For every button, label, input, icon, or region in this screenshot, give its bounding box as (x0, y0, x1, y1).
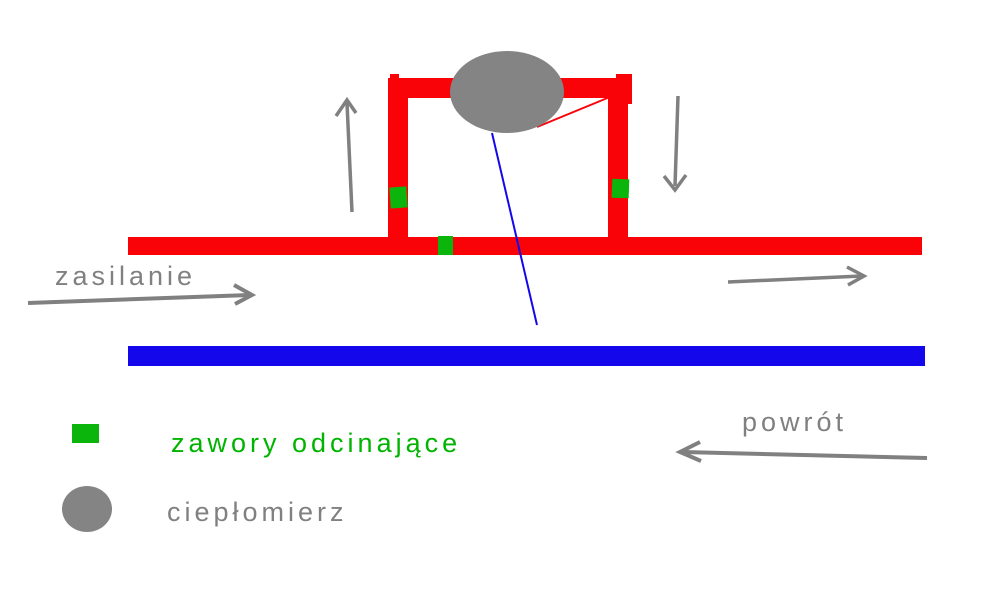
return-label: powrót (742, 407, 848, 437)
legend-valves-label: zawory odcinające (171, 428, 462, 458)
bypass-left-riser-pipe (388, 78, 408, 255)
supply-flow-arrow-left-shaft (27, 293, 251, 305)
supply-label: zasilanie (55, 261, 197, 291)
flow-arrow-down-shaft (673, 95, 680, 187)
bypass-right-riser-pipe (608, 80, 628, 255)
return-pipe (128, 346, 925, 366)
valve-right (611, 178, 630, 199)
supply-pipe (128, 237, 922, 255)
valve-middle (438, 236, 453, 255)
flow-arrow-down (662, 95, 688, 193)
valve-left (389, 186, 408, 209)
return-flow-arrow-head (675, 440, 702, 463)
flow-arrow-up-shaft (345, 102, 354, 213)
return-flow-arrow (675, 440, 928, 463)
legend-meter-symbol (62, 486, 112, 532)
supply-flow-arrow-left-head (233, 283, 257, 306)
flow-arrow-up-head (334, 96, 358, 117)
supply-flow-arrow-left (27, 283, 257, 306)
supply-flow-arrow-right (727, 265, 868, 287)
legend-meter-label: ciepłomierz (167, 497, 348, 527)
heat-meter-ellipse (450, 51, 564, 133)
flow-arrow-down-head (662, 173, 688, 193)
legend-valve-swatch (72, 424, 99, 443)
supply-flow-arrow-right-head (846, 265, 868, 287)
supply-flow-arrow-right-shaft (727, 274, 863, 284)
meter-sensor-line-red (536, 91, 623, 128)
flow-arrow-up (334, 96, 358, 213)
bypass-top-left-joint (390, 74, 399, 82)
meter-sensor-line-blue (491, 132, 538, 326)
return-flow-arrow-shaft (682, 450, 928, 460)
